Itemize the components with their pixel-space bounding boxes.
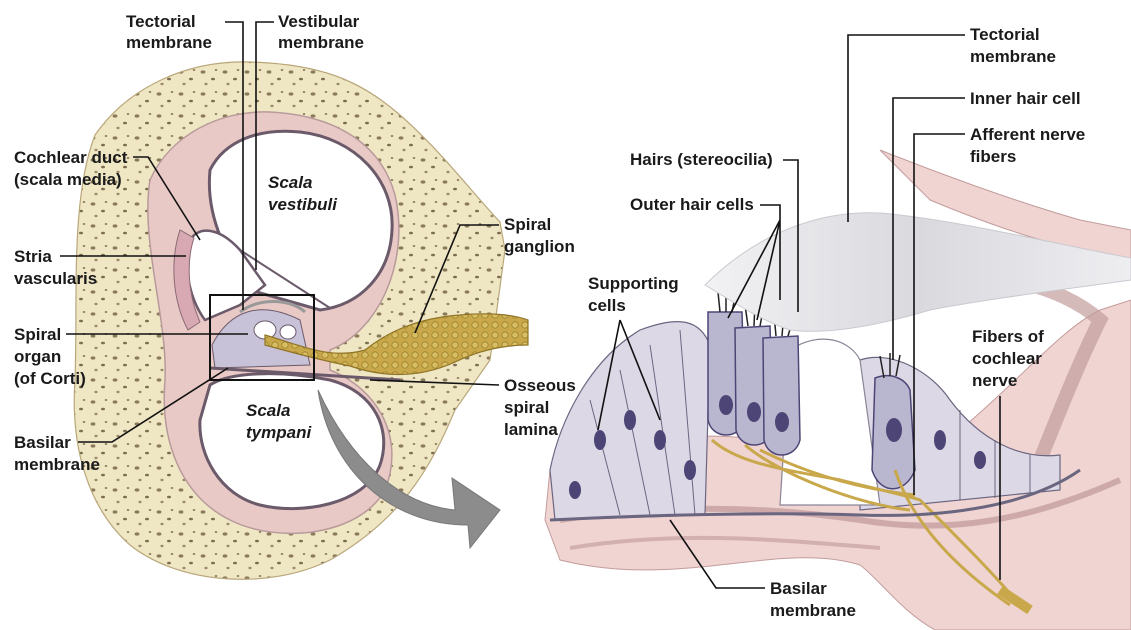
label-spiral-ganglion-1: Spiral xyxy=(504,215,551,234)
label-basilar-right-2: membrane xyxy=(770,601,856,620)
label-inner-hair-cell: Inner hair cell xyxy=(970,89,1081,108)
label-scala-tympani-1: Scala xyxy=(246,401,290,420)
label-spiral-ganglion-2: ganglion xyxy=(504,237,575,256)
label-basilar-left-1: Basilar xyxy=(14,433,71,452)
label-afferent-1: Afferent nerve xyxy=(970,125,1085,144)
label-osseous-3: lamina xyxy=(504,420,558,439)
label-basilar-left-2: membrane xyxy=(14,455,100,474)
label-hairs-stereocilia: Hairs (stereocilia) xyxy=(630,150,773,169)
label-stria-1: Stria xyxy=(14,247,52,266)
label-vestibular-1: Vestibular xyxy=(278,12,360,31)
label-tectorial-left-2: membrane xyxy=(126,33,212,52)
label-tectorial-left-1: Tectorial xyxy=(126,12,196,31)
organ-of-corti-detail xyxy=(545,150,1131,630)
label-spiral-organ-3: (of Corti) xyxy=(14,369,86,388)
label-supporting-1: Supporting xyxy=(588,274,679,293)
label-fibers-1: Fibers of xyxy=(972,327,1044,346)
label-osseous-1: Osseous xyxy=(504,376,576,395)
label-basilar-right-1: Basilar xyxy=(770,579,827,598)
label-tectorial-right-2: membrane xyxy=(970,47,1056,66)
label-stria-2: vascularis xyxy=(14,269,97,288)
label-cochlear-duct-2: (scala media) xyxy=(14,170,122,189)
label-spiral-organ-1: Spiral xyxy=(14,325,61,344)
label-fibers-2: cochlear xyxy=(972,349,1042,368)
label-cochlear-duct-1: Cochlear duct xyxy=(14,148,128,167)
label-tectorial-right-1: Tectorial xyxy=(970,25,1040,44)
label-scala-vestibuli-2: vestibuli xyxy=(268,195,338,214)
label-supporting-2: cells xyxy=(588,296,626,315)
label-vestibular-2: membrane xyxy=(278,33,364,52)
label-fibers-3: nerve xyxy=(972,371,1017,390)
label-scala-vestibuli-1: Scala xyxy=(268,173,312,192)
label-osseous-2: spiral xyxy=(504,398,549,417)
label-scala-tympani-2: tympani xyxy=(246,423,312,442)
label-outer-hair-cells: Outer hair cells xyxy=(630,195,754,214)
label-afferent-2: fibers xyxy=(970,147,1016,166)
label-spiral-organ-2: organ xyxy=(14,347,61,366)
